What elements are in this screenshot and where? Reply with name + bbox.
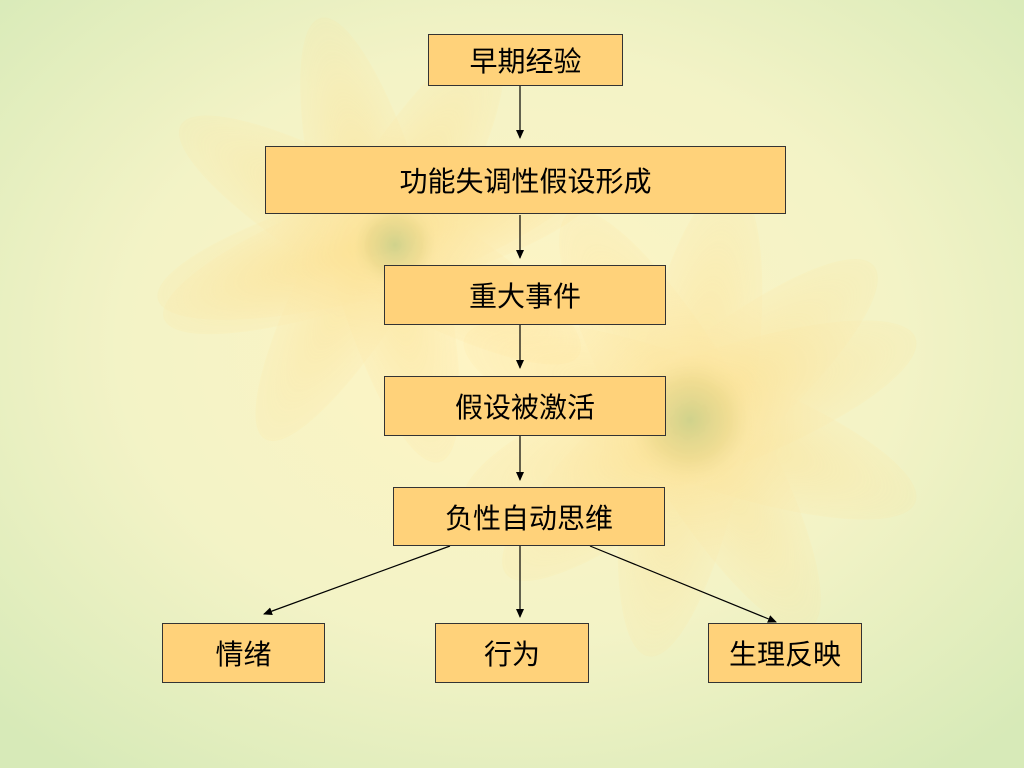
node-negative-automatic-thoughts: 负性自动思维	[393, 487, 665, 546]
node-assumptions-activated: 假设被激活	[384, 376, 666, 436]
node-early-experience: 早期经验	[428, 34, 623, 86]
node-emotion: 情绪	[162, 623, 325, 683]
node-dysfunctional-assumptions: 功能失调性假设形成	[265, 146, 786, 214]
node-major-event: 重大事件	[384, 265, 666, 325]
node-physiological-response: 生理反映	[708, 623, 862, 683]
node-behavior: 行为	[435, 623, 589, 683]
